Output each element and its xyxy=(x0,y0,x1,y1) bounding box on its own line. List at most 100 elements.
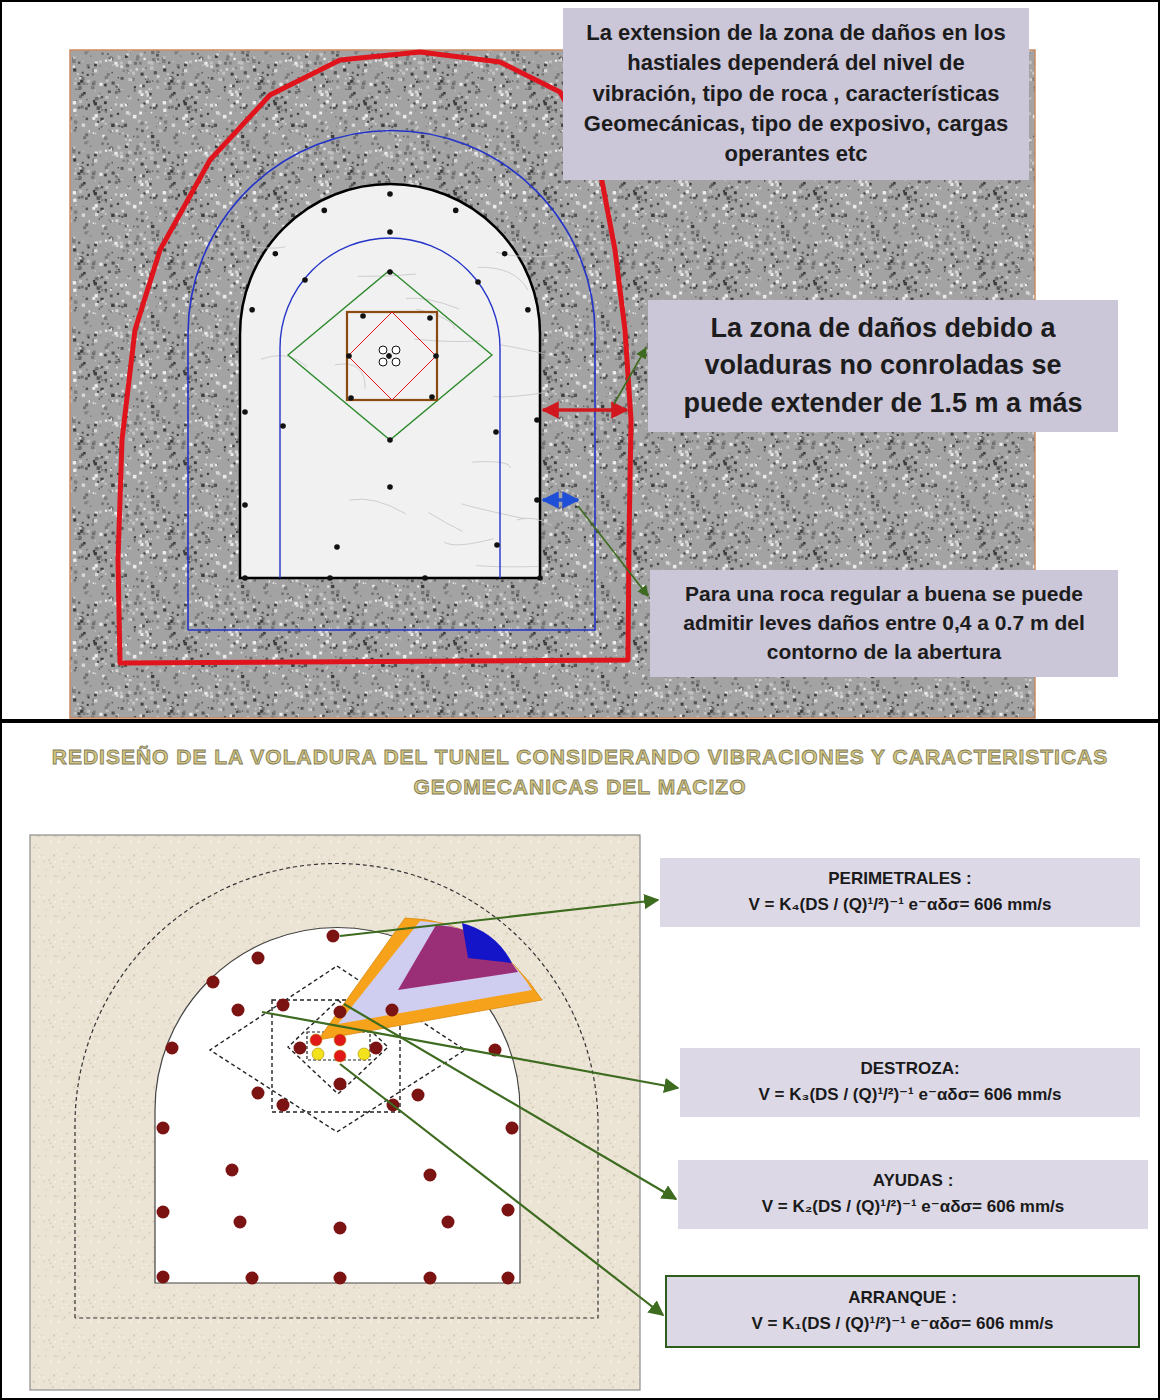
illustration-part xyxy=(387,191,393,197)
illustration-part xyxy=(358,274,416,276)
illustration-part xyxy=(255,246,285,248)
illustration-part xyxy=(335,364,365,389)
callout-box: Para una roca regular a buena se puede a… xyxy=(650,570,1118,677)
illustration-part xyxy=(249,307,255,313)
illustration-part xyxy=(478,267,528,290)
illustration-part xyxy=(277,1099,290,1112)
diagram-title: REDISEÑO DE LA VOLADURA DEL TUNEL CONSID… xyxy=(40,742,1120,803)
box-heading: AYUDAS : xyxy=(690,1168,1136,1194)
illustration-part xyxy=(312,1048,324,1060)
illustration-part xyxy=(280,423,286,429)
illustration-part xyxy=(242,502,248,508)
illustration-part xyxy=(442,1216,455,1229)
illustration-part xyxy=(347,312,437,400)
formula-box: ARRANQUE :V = K₁(DS / (Q)¹/²)⁻¹ e⁻αδσ= 6… xyxy=(665,1275,1140,1348)
illustration-part xyxy=(157,1271,170,1284)
illustration-part xyxy=(242,409,248,415)
illustration-part xyxy=(288,270,492,440)
formula-text: V = K₄(DS / (Q)¹/²)⁻¹ e⁻αδσ= 606 mm/s xyxy=(672,892,1128,918)
illustration-part xyxy=(506,1122,519,1135)
formula-box: AYUDAS :V = K₂(DS / (Q)¹/²)⁻¹ e⁻αδσ= 606… xyxy=(678,1160,1148,1229)
illustration-part xyxy=(340,900,658,936)
illustration-part xyxy=(338,921,532,1024)
illustration-part xyxy=(1,722,1159,1399)
illustration-part xyxy=(340,1064,663,1315)
illustration-part xyxy=(462,504,526,519)
illustration-part xyxy=(157,1206,170,1219)
illustration-part xyxy=(327,930,340,943)
illustration-part xyxy=(166,1042,179,1055)
illustration-part xyxy=(543,408,627,412)
box-heading: DESTROZA: xyxy=(692,1056,1128,1082)
illustration-part xyxy=(462,923,512,963)
illustration-part xyxy=(406,298,459,309)
illustration-part xyxy=(614,348,646,404)
illustration-part xyxy=(118,52,631,663)
illustration-part xyxy=(502,1272,515,1285)
illustration-part xyxy=(472,462,510,468)
illustration-part xyxy=(334,544,340,550)
illustration-part xyxy=(475,279,481,285)
illustration-part xyxy=(387,229,393,235)
illustration-part xyxy=(350,499,406,514)
illustration-part xyxy=(302,277,308,283)
illustration-part xyxy=(502,251,508,257)
illustration-part xyxy=(370,1042,383,1055)
illustration-part xyxy=(348,312,436,400)
illustration-part xyxy=(334,1222,347,1235)
illustration-part xyxy=(344,1004,676,1199)
illustration-part xyxy=(517,518,552,525)
illustration-part xyxy=(424,1169,437,1182)
illustration-part xyxy=(246,1272,259,1285)
illustration-part xyxy=(240,184,540,578)
box-heading: ARRANQUE : xyxy=(679,1285,1126,1311)
illustration-part xyxy=(387,269,393,275)
illustration-part xyxy=(427,315,433,321)
box-heading: PERIMETRALES : xyxy=(672,866,1128,892)
illustration-part xyxy=(424,1272,437,1285)
illustration-part xyxy=(502,1204,515,1217)
illustration-part xyxy=(242,575,248,581)
illustration-part xyxy=(453,208,459,214)
illustration-part xyxy=(226,1164,239,1177)
illustration-part xyxy=(494,542,500,548)
illustration-part xyxy=(207,976,220,989)
illustration-part xyxy=(334,1006,347,1019)
bottom-panel xyxy=(1,722,1159,1399)
illustration-part xyxy=(493,392,548,397)
callout-text: La zona de daños debido a voladuras no c… xyxy=(662,310,1104,422)
illustration-part xyxy=(525,307,531,313)
callout-text: Para una roca regular a buena se puede a… xyxy=(664,580,1104,667)
illustration-part xyxy=(334,1034,346,1046)
illustration-part xyxy=(476,566,538,567)
illustration-part xyxy=(537,575,543,581)
illustration-part xyxy=(386,1004,399,1017)
illustration-part xyxy=(578,506,648,596)
illustration-part xyxy=(334,1272,347,1285)
illustration-part xyxy=(414,339,480,341)
illustration-part xyxy=(543,498,578,502)
illustration-part xyxy=(444,539,494,545)
illustration-part xyxy=(30,835,640,1390)
illustration-part xyxy=(232,1004,245,1017)
illustration-part xyxy=(188,130,595,630)
illustration-part xyxy=(422,575,428,581)
formula-box: PERIMETRALES :V = K₄(DS / (Q)¹/²)⁻¹ e⁻αδ… xyxy=(660,858,1140,927)
illustration-part xyxy=(360,313,366,319)
callout-text: La extension de la zona de daños en los … xyxy=(577,18,1015,170)
callout-box: La extension de la zona de daños en los … xyxy=(563,8,1029,180)
illustration-part xyxy=(346,353,352,359)
illustration-part xyxy=(334,1078,347,1091)
illustration-part xyxy=(348,395,354,401)
illustration-part xyxy=(387,484,393,490)
illustration-part xyxy=(334,1050,346,1062)
illustration-part xyxy=(252,1087,265,1100)
illustration-part xyxy=(157,1122,170,1135)
illustration-part xyxy=(255,246,557,566)
illustration-part xyxy=(379,358,387,366)
illustration-part xyxy=(294,1042,307,1055)
callout-box: La zona de daños debido a voladuras no c… xyxy=(648,300,1118,432)
illustration-part xyxy=(534,497,540,503)
